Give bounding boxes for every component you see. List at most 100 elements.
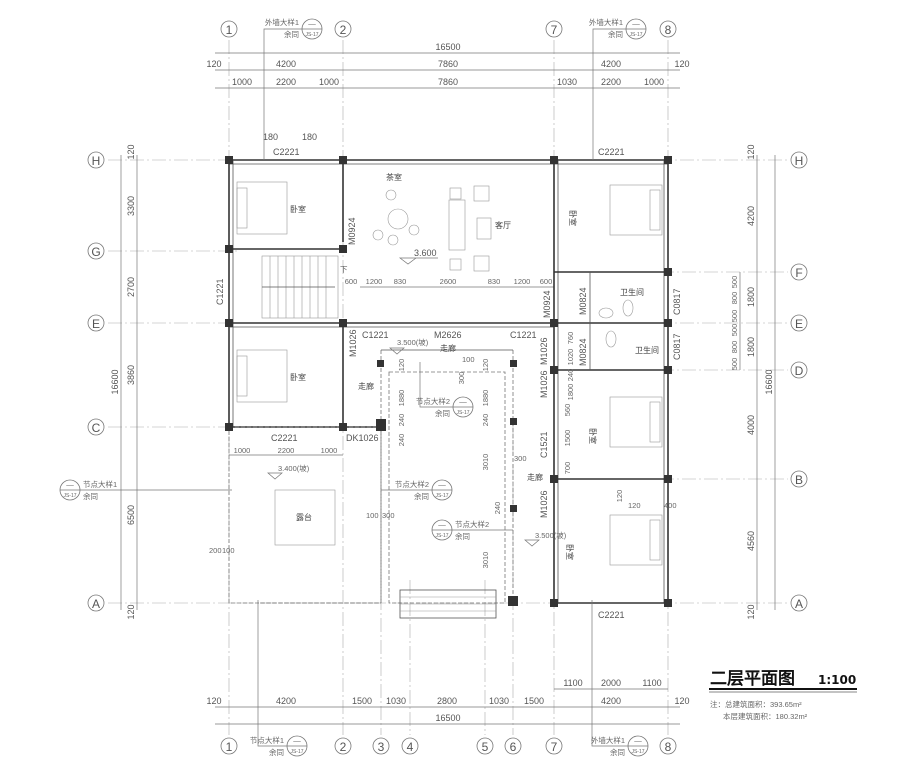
dim-text: 16600 (764, 369, 774, 394)
axis-label: G (91, 245, 100, 259)
room-label-bedroom: 卧室 (290, 372, 306, 382)
dim-text: 3010 (481, 552, 490, 569)
callout-bottom-left: 节点大样1 余同 — JS-17 (250, 600, 308, 757)
callout-sheet: JS-17 (305, 32, 318, 38)
toilet (622, 299, 634, 317)
dim-text: 4200 (276, 696, 296, 706)
dim-text: 500 (730, 324, 739, 337)
dim-text: 760 (566, 332, 575, 345)
dim-text: 400 (664, 501, 677, 510)
dim-text: 120 (397, 359, 406, 372)
stair-down-label: 下 (340, 265, 348, 274)
callout-index: — (438, 480, 446, 489)
dim-text: 240 (397, 414, 406, 427)
callout-title: 节点大样2 (416, 396, 450, 406)
axis-label: B (795, 473, 803, 487)
axis-label: C (92, 421, 101, 435)
dim-text: 1880 (481, 390, 490, 407)
callout-sheet: JS-17 (629, 32, 642, 38)
door-label: M1026 (539, 370, 549, 398)
dim-text: 800 (730, 292, 739, 305)
door-label: M1026 (348, 329, 358, 357)
dim-text: 700 (563, 462, 572, 475)
callout-index: — (634, 736, 642, 745)
room-label-bathroom: 卫生间 (635, 345, 659, 355)
callout-note: 余同 (608, 29, 623, 39)
dim-text: 500 (730, 358, 739, 371)
note-floor-area: 本层建筑面积：180.32m² (723, 711, 808, 721)
callout-title: 节点大样1 (250, 735, 284, 745)
dim-text: 120 (206, 696, 221, 706)
axis-label: 1 (226, 23, 233, 37)
callout-index: — (308, 19, 316, 28)
dim-text: 1030 (386, 696, 406, 706)
dim-text: 16500 (435, 713, 460, 723)
dim-text: 16600 (110, 369, 120, 394)
dim-text: 100 (366, 511, 379, 520)
top-dimensions: 16500 120 4200 7860 4200 120 1000 2200 1… (206, 42, 689, 142)
drawing-scale: 1:100 (818, 673, 856, 687)
room-label-bedroom: 卧室 (588, 428, 598, 444)
dim-text: 2200 (276, 77, 296, 87)
dim-text: 4200 (276, 59, 296, 69)
dim-text: 3010 (481, 454, 490, 471)
callout-title: 节点大样2 (455, 519, 489, 529)
furniture (236, 181, 663, 619)
dim-text: 4560 (746, 531, 756, 551)
room-label-living: 客厅 (495, 220, 511, 230)
dim-text: 2800 (437, 696, 457, 706)
dim-text: 2700 (126, 277, 136, 297)
door-label: M1026 (539, 490, 549, 518)
dim-text: 1800 (746, 337, 756, 357)
dim-text: 240 (493, 502, 502, 515)
dim-text: 240 (566, 369, 575, 382)
callout-index: — (632, 19, 640, 28)
callout-title: 节点大样2 (395, 479, 429, 489)
dim-text: 1800 (746, 287, 756, 307)
detail-callouts: 外墙大样1 余同 — JS-17 外墙大样1 余同 — JS-17 节点大样1 … (59, 17, 649, 757)
axis-label: A (92, 597, 100, 611)
dim-text: 600 (540, 277, 553, 286)
callout-title: 外墙大样1 (589, 17, 623, 27)
axis-label: A (795, 597, 803, 611)
room-label-bathroom: 卫生间 (620, 287, 644, 297)
axis-label: 1 (226, 740, 233, 754)
sofa-set (448, 185, 492, 272)
callout-left: 节点大样1 余同 — JS-17 (59, 479, 232, 501)
callout-title: 外墙大样1 (265, 17, 299, 27)
dim-text: 3300 (126, 196, 136, 216)
dim-text: 7860 (438, 59, 458, 69)
callout-atrium-3: 节点大样2 余同 — JS-17 (431, 519, 513, 541)
dim-text: 120 (674, 696, 689, 706)
dim-text: 120 (674, 59, 689, 69)
room-label-corridor: 走廊 (358, 381, 374, 391)
window-label: C2221 (598, 147, 625, 157)
dim-text: 1000 (234, 446, 251, 455)
window-label: C1521 (539, 431, 549, 458)
elevation-text: 3.400(坡) (278, 463, 310, 473)
elevation-text: 3.600 (414, 248, 437, 258)
axis-label: E (795, 317, 803, 331)
dim-text: 6500 (126, 505, 136, 525)
dim-text: 830 (488, 277, 501, 286)
room-label-bedroom: 卧室 (565, 544, 575, 560)
window-label: C2221 (598, 610, 625, 620)
axis-label: 7 (551, 740, 558, 754)
callout-sheet: JS-17 (435, 533, 448, 539)
callout-title: 节点大样1 (83, 479, 117, 489)
dim-text: 120 (615, 490, 624, 503)
callout-note: 余同 (284, 29, 299, 39)
dim-text: 1000 (321, 446, 338, 455)
dim-text: 4200 (601, 59, 621, 69)
window-label: C2221 (273, 147, 300, 157)
window-label: C0817 (672, 333, 682, 360)
dim-text: 1000 (644, 77, 664, 87)
callout-note: 余同 (455, 531, 470, 541)
room-label-bedroom: 卧室 (568, 210, 578, 226)
right-dimensions: 16600 120 4200 1800 1800 4000 4560 120 5… (730, 144, 774, 619)
door-label: M1026 (539, 337, 549, 365)
callout-index: — (438, 520, 446, 529)
interior-dimensions: 600 1200 830 2600 830 1200 600 1000 2200… (209, 277, 677, 568)
dim-text: 1000 (232, 77, 252, 87)
